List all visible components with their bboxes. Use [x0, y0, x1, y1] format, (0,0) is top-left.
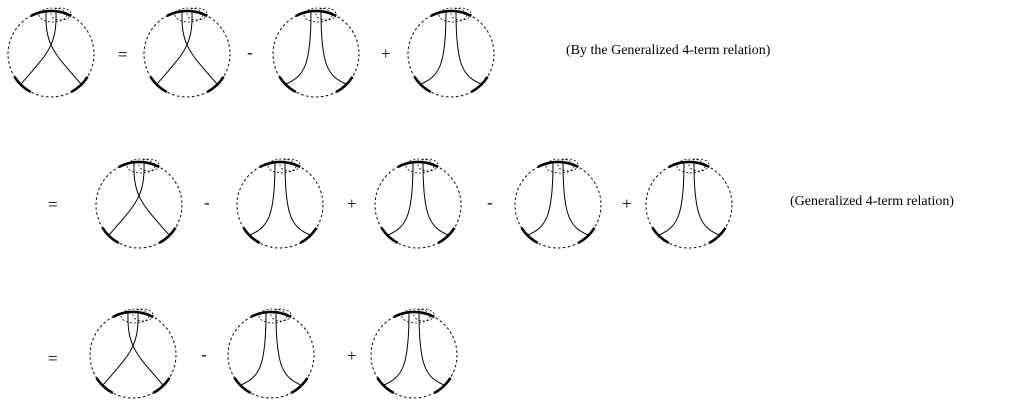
chord-diagram-parallel	[645, 158, 733, 249]
top-right-loop	[270, 308, 292, 322]
top-loop	[438, 7, 468, 23]
chord-line	[383, 312, 410, 386]
top-right-loop	[315, 7, 337, 21]
top-right-loop	[688, 158, 710, 172]
chord-diagram-crossing	[95, 158, 183, 249]
bottom-left-arc	[520, 227, 539, 245]
top-arc	[397, 160, 439, 169]
chord-line	[387, 162, 414, 236]
chord-diagram-crossing	[7, 7, 95, 98]
top-loop	[405, 158, 435, 174]
bottom-left-arc	[380, 227, 399, 245]
chord-line	[133, 162, 170, 236]
top-loop	[38, 7, 68, 23]
chord-line	[693, 162, 720, 236]
chord-diagram-parallel	[272, 7, 360, 98]
chord-line	[181, 11, 218, 85]
chord-line	[422, 162, 449, 236]
chord-diagram-parallel	[236, 158, 324, 249]
top-right-loop	[417, 158, 439, 172]
top-arc	[393, 310, 435, 319]
chord-diagram-crossing	[89, 308, 177, 399]
bottom-left-arc	[233, 377, 252, 395]
chord-line	[658, 162, 685, 236]
bottom-right-arc	[299, 227, 318, 245]
chord-line	[562, 162, 589, 236]
top-arc	[118, 160, 160, 169]
bottom-right-arc	[152, 377, 171, 395]
top-arc	[30, 9, 72, 18]
top-arc	[166, 9, 208, 18]
top-right-loop	[413, 308, 435, 322]
chord-line	[127, 312, 164, 386]
chord-line	[320, 11, 347, 85]
top-loop	[258, 308, 288, 324]
chord-diagram-parallel	[514, 158, 602, 249]
top-right-loop	[450, 7, 472, 21]
top-loop	[401, 308, 431, 324]
top-loop	[174, 7, 204, 23]
top-arc	[112, 310, 154, 319]
top-arc	[250, 310, 292, 319]
bottom-right-arc	[335, 76, 354, 94]
top-arc	[537, 160, 579, 169]
bottom-left-arc	[149, 76, 168, 94]
top-arc	[668, 160, 710, 169]
chord-line	[20, 11, 57, 85]
top-right-loop	[50, 7, 72, 21]
top-loop	[545, 158, 575, 174]
chord-diagram-parallel	[227, 308, 315, 399]
top-right-loop	[279, 158, 301, 172]
bottom-right-arc	[433, 377, 452, 395]
chord-line	[108, 162, 145, 236]
top-loop	[120, 308, 150, 324]
chord-line	[418, 312, 445, 386]
bottom-left-arc	[413, 76, 432, 94]
top-arc	[295, 9, 337, 18]
chord-line	[102, 312, 139, 386]
chord-line	[240, 312, 267, 386]
top-loop	[303, 7, 333, 23]
chord-line	[455, 11, 482, 85]
bottom-right-arc	[70, 76, 89, 94]
top-right-loop	[132, 308, 154, 322]
bottom-right-arc	[437, 227, 456, 245]
top-arc	[430, 9, 472, 18]
bottom-right-arc	[206, 76, 225, 94]
bottom-left-arc	[651, 227, 670, 245]
chord-line	[156, 11, 193, 85]
chord-line	[249, 162, 276, 236]
top-loop	[676, 158, 706, 174]
bottom-right-arc	[577, 227, 596, 245]
chord-diagram-parallel	[374, 158, 462, 249]
top-loop	[267, 158, 297, 174]
bottom-left-arc	[376, 377, 395, 395]
top-arc	[259, 160, 301, 169]
bottom-right-arc	[708, 227, 727, 245]
chord-diagram-parallel	[407, 7, 495, 98]
chord-line	[284, 162, 311, 236]
chord-line	[285, 11, 312, 85]
top-right-loop	[557, 158, 579, 172]
chord-line	[420, 11, 447, 85]
chord-line	[45, 11, 82, 85]
top-loop	[126, 158, 156, 174]
bottom-left-arc	[242, 227, 261, 245]
bottom-right-arc	[290, 377, 309, 395]
bottom-left-arc	[13, 76, 32, 94]
bottom-right-arc	[470, 76, 489, 94]
bottom-right-arc	[158, 227, 177, 245]
bottom-left-arc	[278, 76, 297, 94]
bottom-left-arc	[95, 377, 114, 395]
chord-line	[527, 162, 554, 236]
top-right-loop	[138, 158, 160, 172]
chord-line	[275, 312, 302, 386]
top-right-loop	[186, 7, 208, 21]
bottom-left-arc	[101, 227, 120, 245]
chord-diagram-crossing	[143, 7, 231, 98]
chord-diagram-parallel	[370, 308, 458, 399]
